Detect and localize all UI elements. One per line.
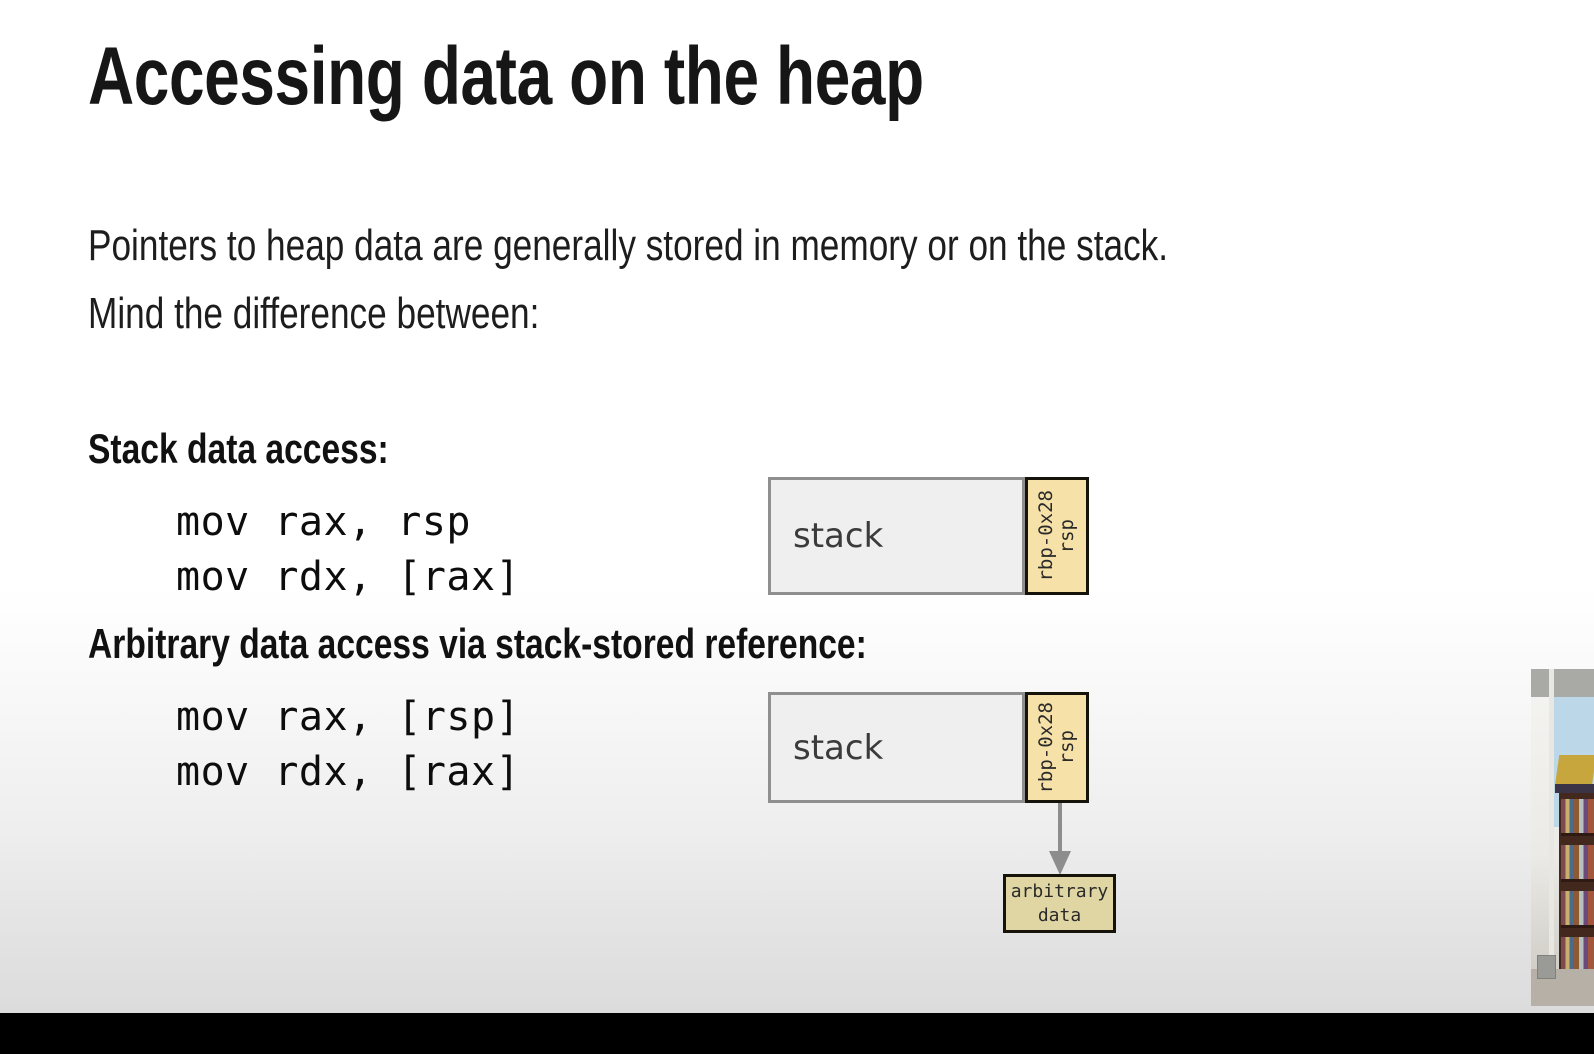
slot-tag-rbp-offset-2: rbp-0x28 [1035, 701, 1057, 794]
webcam-books-row [1561, 799, 1594, 836]
slide-body-text: Pointers to heap data are generally stor… [88, 212, 1272, 348]
section-heading-arbitrary-access: Arbitrary data access via stack-stored r… [88, 620, 867, 667]
stack-slot-rsp: rsp rbp-0x28 [1025, 477, 1089, 595]
body-line-2: Mind the difference between: [88, 289, 540, 339]
stack-region-label: stack [793, 516, 884, 556]
arbitrary-data-line-2: data [1037, 904, 1082, 926]
webcam-laptop-base [1555, 784, 1594, 793]
webcam-laptop [1554, 755, 1594, 787]
webcam-doorframe [1549, 669, 1554, 989]
code-block-stack-access: mov rax, rsp mov rdx, [rax] [176, 499, 521, 601]
webcam-books-row [1561, 845, 1594, 882]
stack-region-box: stack [768, 477, 1025, 595]
pointer-arrow-icon [1049, 803, 1071, 875]
slot-tag-rbp-offset: rbp-0x28 [1035, 490, 1057, 582]
arrow-shaft [1058, 803, 1062, 855]
stack-region-box-2: stack [768, 692, 1025, 803]
body-line-1: Pointers to heap data are generally stor… [88, 221, 1169, 270]
webcam-books-row [1561, 891, 1594, 928]
diagram-stack-access: stack rsp rbp-0x28 [768, 477, 1089, 595]
slot-tag-rsp-2: rsp [1056, 730, 1078, 765]
slide-canvas: Accessing data on the heap Pointers to h… [0, 0, 1594, 1013]
arbitrary-data-box: arbitrary data [1003, 874, 1116, 933]
bottom-letterbox-bar [0, 1013, 1594, 1054]
presenter-webcam-video[interactable] [1531, 669, 1594, 1006]
slot-tag-rsp: rsp [1056, 518, 1078, 554]
arrow-head [1049, 851, 1071, 875]
page-title: Accessing data on the heap [88, 31, 924, 122]
section-heading-stack-access: Stack data access: [88, 425, 389, 472]
webcam-trash-bin [1537, 955, 1556, 979]
arbitrary-data-line-1: arbitrary [1010, 880, 1109, 902]
stack-slot-rsp-2: rsp rbp-0x28 [1025, 692, 1089, 803]
webcam-ceiling [1531, 669, 1594, 697]
stack-region-label-2: stack [793, 727, 884, 768]
diagram-arbitrary-access: stack rsp rbp-0x28 [768, 692, 1089, 803]
code-block-arbitrary-access: mov rax, [rsp] mov rdx, [rax] [176, 694, 521, 796]
